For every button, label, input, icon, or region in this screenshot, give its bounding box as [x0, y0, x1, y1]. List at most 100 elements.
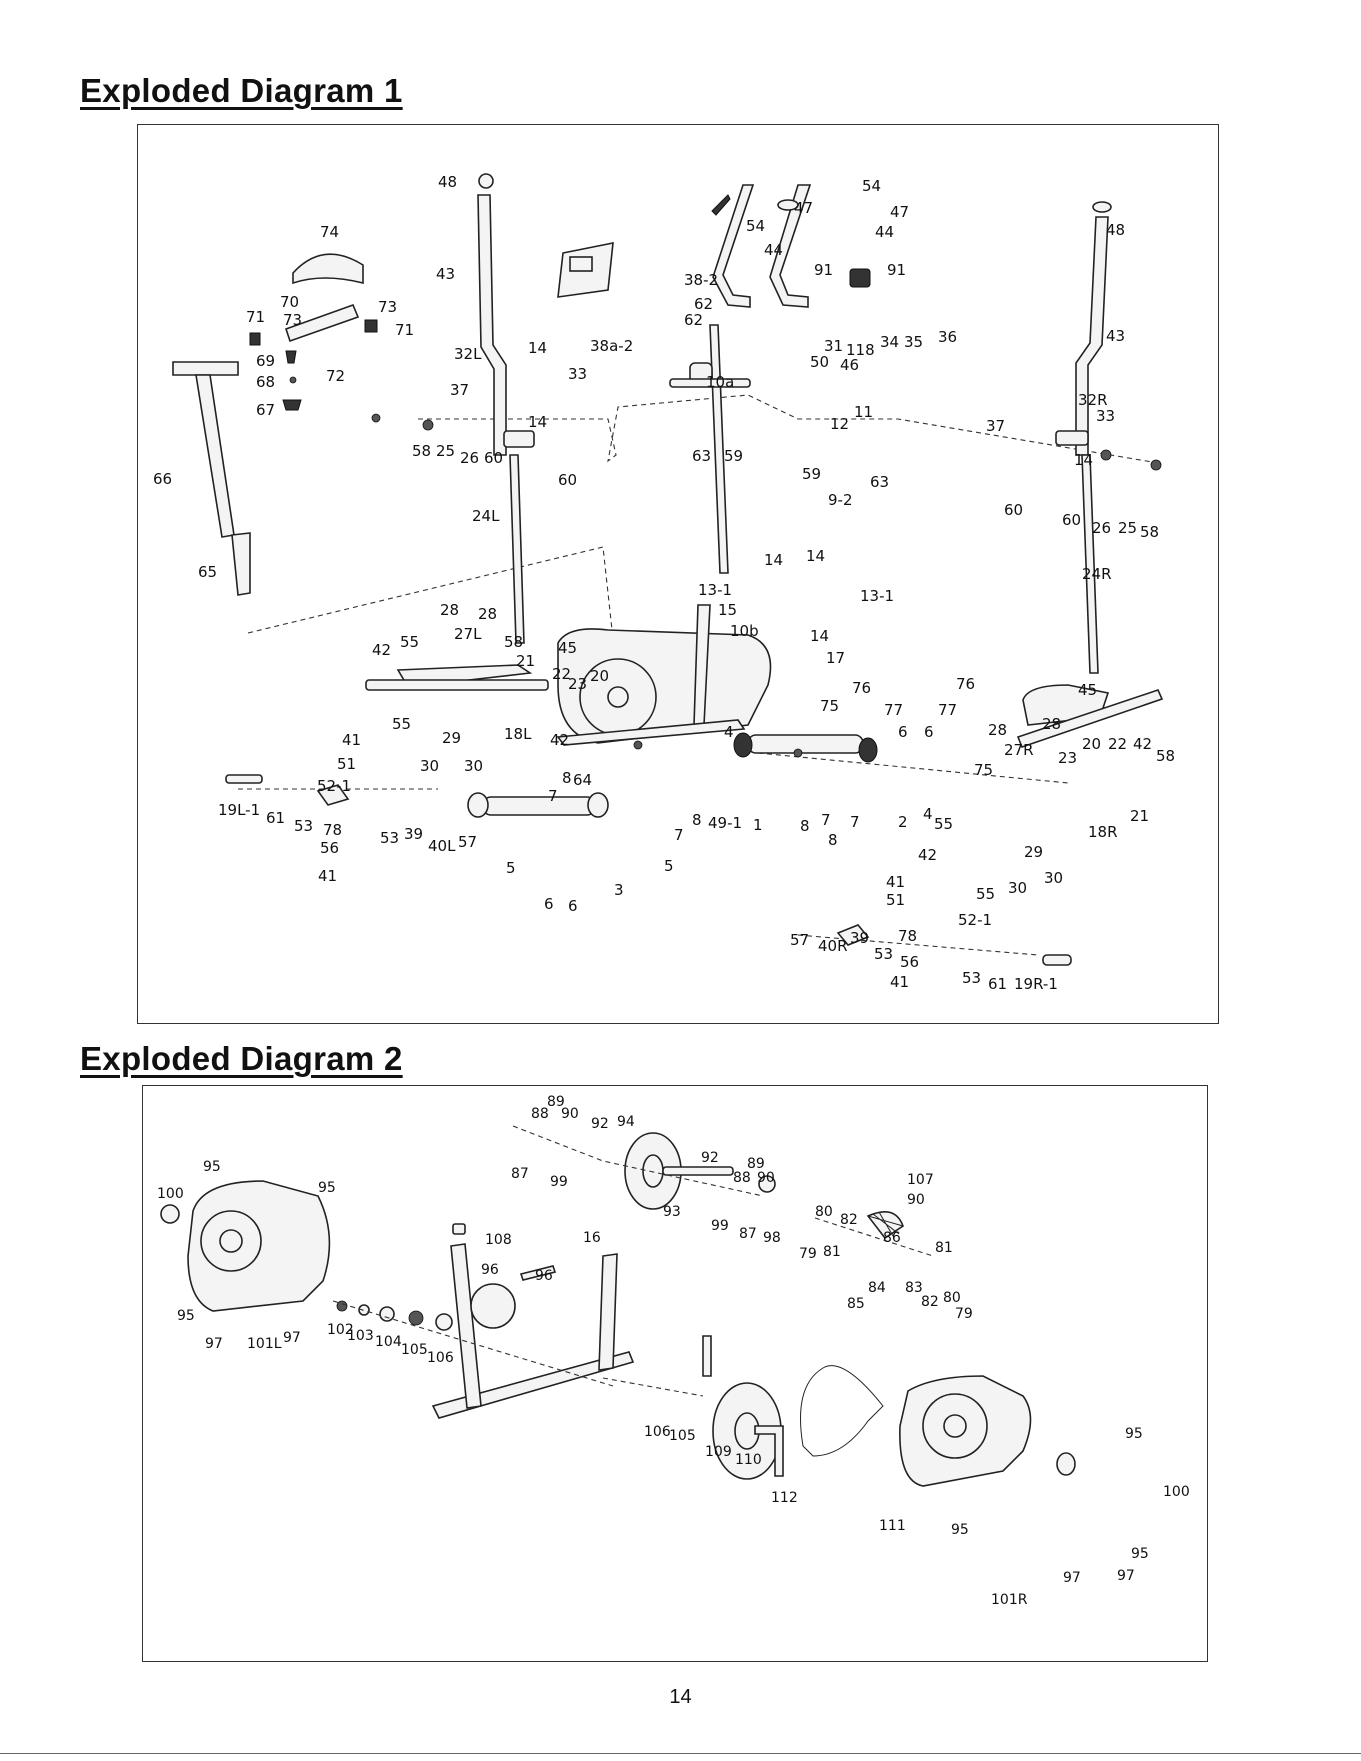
part-labels: 48 43 74 70 73 71 73 71 72 69 68 67 66 6… [153, 173, 1175, 993]
belt-111 [800, 1365, 884, 1457]
bolt-8 [633, 740, 643, 750]
part-label: 60 [1062, 511, 1081, 529]
part-label: 91 [887, 261, 906, 279]
part-label: 81 [823, 1244, 841, 1260]
part-label: 37 [450, 381, 469, 399]
pedal-arm-18R [1016, 689, 1164, 749]
part-label: 72 [326, 367, 345, 385]
part-label: 105 [401, 1342, 428, 1358]
assembly-line-right-pedal [797, 934, 1039, 956]
part-labels-2: 89 88 90 92 94 87 99 95 95 100 92 89 88 … [157, 1094, 1190, 1608]
part-label: 95 [1125, 1426, 1143, 1442]
part-label: 8 [800, 817, 810, 835]
part-label: 26 [1092, 519, 1111, 537]
front-stabilizer-2 [747, 734, 864, 754]
part-label: 100 [157, 1186, 184, 1202]
crank-arm-upper [702, 1335, 712, 1377]
diagram-1-frame: 48 43 74 70 73 71 73 71 72 69 68 67 66 6… [137, 124, 1219, 1024]
part-label: 66 [153, 470, 172, 488]
part-label: 65 [198, 563, 217, 581]
part-label: 87 [739, 1226, 757, 1242]
exploded-diagram-1: 48 43 74 70 73 71 73 71 72 69 68 67 66 6… [153, 173, 1175, 993]
part-label: 55 [392, 715, 411, 733]
part-label: 62 [694, 295, 713, 313]
part-label: 25 [1118, 519, 1137, 537]
part-label: 112 [771, 1490, 798, 1506]
part-label: 24L [472, 507, 500, 525]
part-label: 12 [830, 415, 849, 433]
part-label: 98 [763, 1230, 781, 1246]
part-label: 32L [454, 345, 482, 363]
part-label: 39 [850, 929, 869, 947]
part-label: 30 [420, 757, 439, 775]
part-label: 41 [318, 867, 337, 885]
part-label: 13-1 [860, 587, 894, 605]
part-label: 29 [1024, 843, 1043, 861]
part-label: 18L [504, 725, 532, 743]
part-label: 85 [847, 1296, 865, 1312]
part-label: 4 [724, 723, 734, 741]
part-label: 71 [395, 321, 414, 339]
part-label: 87 [511, 1166, 529, 1182]
part-label: 30 [1008, 879, 1027, 897]
cap-98 [758, 1175, 776, 1193]
part-label: 51 [886, 891, 905, 909]
part-label: 44 [875, 223, 894, 241]
axle-93 [662, 1166, 734, 1176]
arm-24R [1081, 454, 1099, 674]
cap-48-left [478, 173, 494, 189]
part-label: 83 [905, 1280, 923, 1296]
part-label: 89 [547, 1094, 565, 1110]
footer-rule [0, 1753, 1361, 1754]
assembly-line-seat [247, 546, 619, 686]
part-label: 51 [337, 755, 356, 773]
washer-26-left [422, 419, 434, 431]
part-label: 14 [1074, 451, 1093, 469]
part-label: 52-1 [958, 911, 992, 929]
diagram-2-frame: 89 88 90 92 94 87 99 95 95 100 92 89 88 … [142, 1085, 1208, 1662]
part-label: 53 [294, 817, 313, 835]
nut-58-right [1150, 459, 1162, 471]
part-label: 53 [962, 969, 981, 987]
part-label: 23 [1058, 749, 1077, 767]
part-label: 97 [1117, 1568, 1135, 1584]
cap-100-left [160, 1204, 180, 1224]
part-label: 19L-1 [218, 801, 260, 819]
part-label: 39 [404, 825, 423, 843]
part-label: 60 [1004, 501, 1023, 519]
bracket-36 [849, 268, 871, 288]
part-label: 86 [883, 1230, 901, 1246]
assembly-line-front-axle [757, 752, 1069, 784]
part-label: 97 [1063, 1570, 1081, 1586]
diagram-2-title: Exploded Diagram 2 [80, 1040, 403, 1077]
bearing-103 [358, 1304, 370, 1316]
part-label: 45 [1078, 681, 1097, 699]
part-label: 22 [552, 665, 571, 683]
assembly-line-axle [418, 394, 1159, 464]
end-cap-5-left [467, 792, 489, 818]
flywheel-hub [642, 1154, 664, 1188]
part-label: 42 [918, 846, 937, 864]
seat-post-top [172, 361, 239, 376]
part-label: 58 [412, 442, 431, 460]
part-label: 64 [573, 771, 592, 789]
part-label: 82 [840, 1212, 858, 1228]
part-label: 61 [266, 809, 285, 827]
part-label: 10a [706, 373, 734, 391]
part-label: 81 [935, 1240, 953, 1256]
part-label: 28 [478, 605, 497, 623]
crank-arm-lower [754, 1425, 784, 1477]
exploded-diagram-2: 89 88 90 92 94 87 99 95 95 100 92 89 88 … [157, 1094, 1190, 1608]
part-label: 90 [561, 1106, 579, 1122]
part-label: 58 [1140, 523, 1159, 541]
cover-hub-left [219, 1229, 243, 1253]
part-label: 6 [568, 897, 578, 915]
base-frame-main [431, 1351, 635, 1419]
nut-58-left [371, 413, 381, 423]
part-label: 75 [974, 761, 993, 779]
knob-67 [282, 399, 302, 411]
part-label: 92 [701, 1150, 719, 1166]
part-label: 92 [591, 1116, 609, 1132]
part-label: 9-2 [828, 491, 853, 509]
assembly-line-pulley [602, 1377, 704, 1397]
